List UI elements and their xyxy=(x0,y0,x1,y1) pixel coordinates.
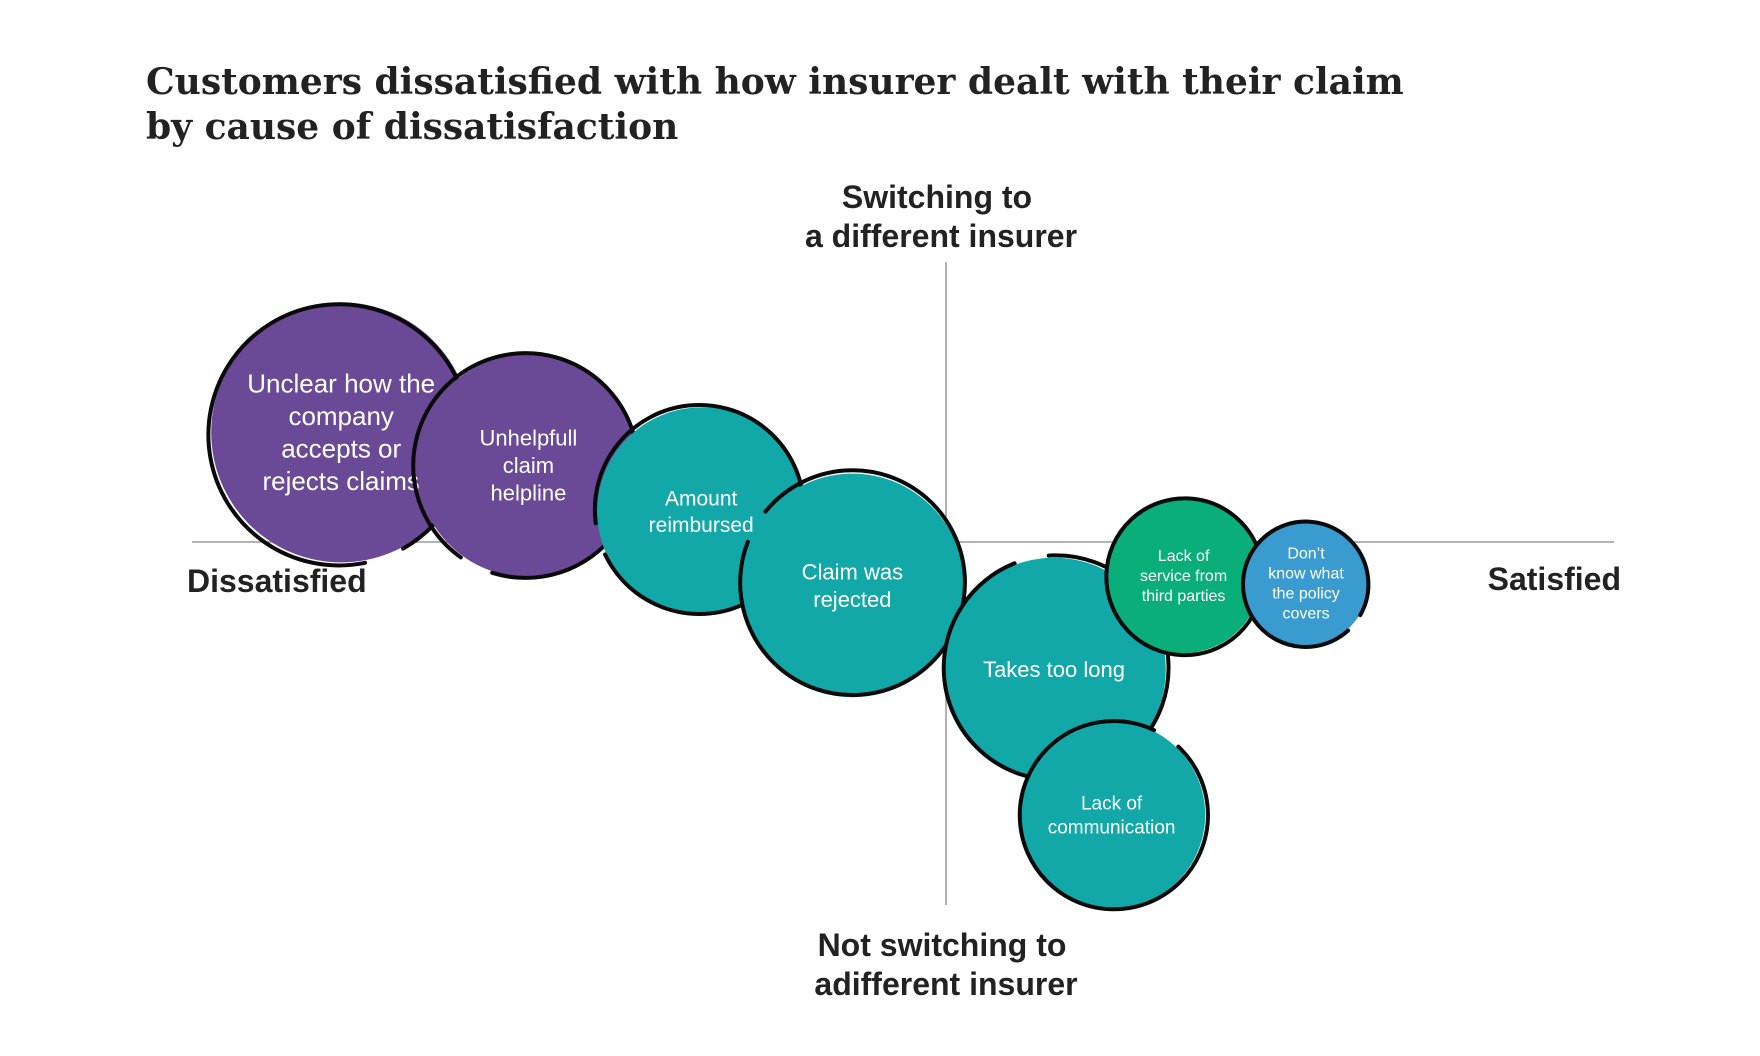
top-axis-label-line-2: a different insurer xyxy=(805,218,1077,254)
bubble-outline xyxy=(1240,519,1371,649)
bubble-label-line: Lack of xyxy=(1081,794,1143,815)
bottom-axis-label-line-2: adifferent insurer xyxy=(814,966,1077,1002)
chart-title-line-2: by cause of dissatisfaction xyxy=(146,106,678,148)
bubble-label-line: rejects claims xyxy=(262,466,419,496)
chart-title-line-1: Customers dissatisfied with how insurer … xyxy=(146,61,1404,103)
left-axis-label: Dissatisfied xyxy=(187,563,367,599)
bubble-label-line: reimbursed xyxy=(649,514,754,537)
bubble-label-line: Takes too long xyxy=(983,657,1125,682)
bubble-fill xyxy=(1243,520,1369,646)
bubble-label-line: Unhelpfull xyxy=(479,426,577,451)
bubble: Don’t know what the policy covers xyxy=(1240,519,1371,649)
bubble-label-line: service from xyxy=(1140,568,1227,585)
bubble-fill xyxy=(416,353,641,578)
bubble-label-line: Lack of xyxy=(1158,548,1210,565)
bubble-label-line: know what xyxy=(1268,565,1344,582)
bubble-fill xyxy=(740,473,965,698)
bubble-label-line: helpline xyxy=(490,481,566,506)
bubble-label-line: claim xyxy=(503,453,554,478)
bubble-label-line: third parties xyxy=(1142,588,1226,605)
bottom-axis-label-line-1: Not switching to xyxy=(818,927,1067,963)
bubble-label-line: the policy xyxy=(1272,585,1340,602)
bubble-outline xyxy=(1017,719,1210,912)
bubble-fill xyxy=(1105,497,1262,654)
bubble-label-line: Amount xyxy=(665,488,738,511)
top-axis-label-line-1: Switching to xyxy=(842,179,1032,215)
bubble-label-line: Unclear how the xyxy=(247,369,435,399)
bubble-label-line: rejected xyxy=(813,587,891,612)
bubble: Lack of service from third parties xyxy=(1104,496,1266,658)
bubble-fill xyxy=(1018,721,1206,909)
right-axis-label: Satisfied xyxy=(1488,561,1621,597)
bubble-label-line: communication xyxy=(1048,817,1176,838)
bubble-label-line: covers xyxy=(1282,605,1329,622)
bubble-fill xyxy=(211,302,472,563)
bubble-label-line: accepts or xyxy=(281,434,401,464)
bubble-label-line: Don’t xyxy=(1287,545,1325,562)
bubble-label-line: Claim was xyxy=(802,559,903,584)
bubble: Claim was rejected xyxy=(738,468,967,698)
bubble-outline xyxy=(738,468,967,698)
bubble-label-line: company xyxy=(288,401,394,431)
